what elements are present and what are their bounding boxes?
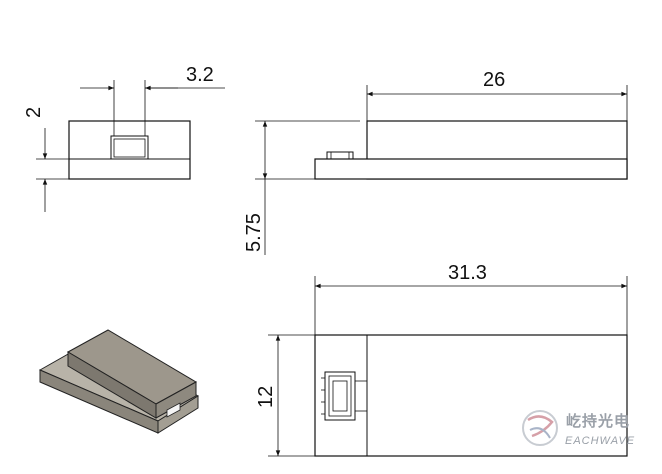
dim-top-length: 31.3: [314, 262, 628, 335]
side-lower-body: [314, 158, 628, 180]
top-connector: [321, 371, 367, 421]
dim-side-height-label: 5.75: [243, 213, 265, 252]
dim-side-length: 26: [366, 69, 628, 121]
dim-top-width-label: 12: [255, 386, 277, 408]
dim-front-width: 3.2: [80, 64, 225, 136]
dim-front-width-label: 3.2: [186, 64, 214, 86]
dim-top-length-label: 31.3: [448, 262, 487, 284]
dim-side-height: 5.75: [243, 120, 360, 255]
front-body-outline: [68, 120, 191, 180]
logo-english-text: EACHWAVE: [565, 435, 635, 447]
dim-front-slot-height-label: 2: [23, 107, 45, 118]
company-logo: 屹持光电 EACHWAVE: [522, 410, 635, 447]
eachwave-swirl-logo-icon: [522, 410, 558, 446]
front-view: 3.2 2: [23, 64, 225, 212]
side-view: 26 5.75: [243, 69, 628, 255]
top-view: 31.3 12: [255, 262, 628, 457]
logo-chinese-text: 屹持光电: [566, 412, 630, 430]
isometric-view: [38, 329, 199, 434]
dim-side-length-label: 26: [483, 69, 505, 91]
front-connector-inner: [113, 138, 146, 158]
dim-top-width: 12: [255, 334, 315, 457]
side-connector: [326, 151, 354, 160]
front-connector-slot: [110, 135, 149, 160]
dim-front-slot-height: 2: [23, 107, 69, 212]
